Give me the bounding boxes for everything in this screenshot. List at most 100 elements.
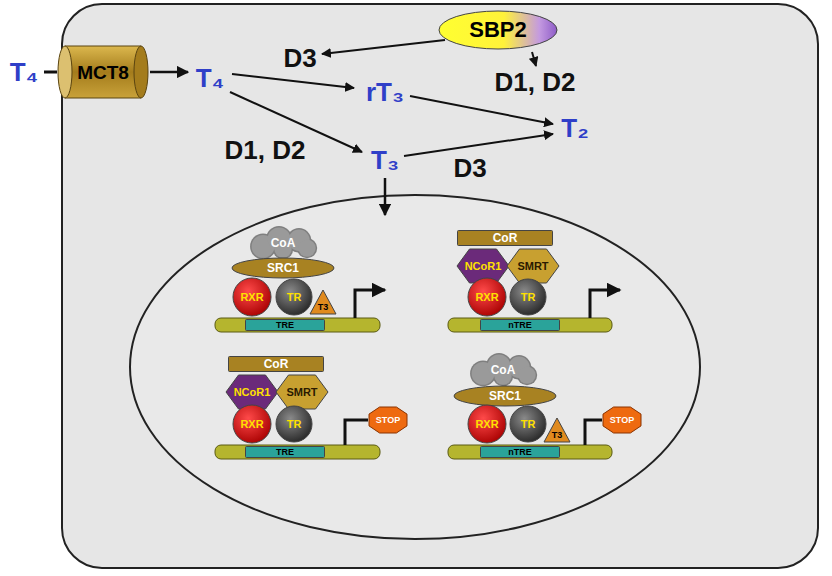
hormone-label: T₄ bbox=[196, 65, 224, 91]
enzyme-label: D1, D2 bbox=[225, 137, 306, 163]
corepressor-bar-shape bbox=[229, 357, 324, 372]
node-text: TRE bbox=[276, 448, 294, 457]
node-text: TR bbox=[521, 419, 536, 430]
corepressor-bar: CoR bbox=[228, 356, 324, 372]
reaction-arrow bbox=[410, 96, 553, 124]
node-text: CoA bbox=[271, 237, 296, 249]
node-text: RXR bbox=[475, 292, 498, 303]
coactivator-cloud: CoA bbox=[463, 353, 543, 387]
response-element: nTRE bbox=[480, 319, 560, 331]
tr-circle: TR bbox=[275, 278, 313, 316]
reaction-arrow bbox=[232, 74, 354, 88]
stop-octagon: STOP bbox=[368, 406, 408, 434]
nucleus-outline bbox=[130, 195, 700, 539]
enzyme-label: D3 bbox=[283, 45, 316, 71]
node-text: SRC1 bbox=[267, 262, 299, 274]
corepressor-bar: CoR bbox=[457, 230, 553, 246]
node-text: SMRT bbox=[517, 261, 548, 272]
src1-ellipse: SRC1 bbox=[231, 257, 335, 279]
dna-bar bbox=[448, 318, 612, 332]
cloud-shape bbox=[470, 353, 537, 386]
tr-circle: TR bbox=[275, 405, 313, 443]
response-element: TRE bbox=[245, 319, 325, 331]
hormone-label: T₄ bbox=[10, 59, 38, 85]
import-arrow bbox=[384, 178, 387, 215]
tr-circle-shape bbox=[510, 279, 546, 315]
node-text: TRE bbox=[276, 321, 294, 330]
t3-triangle: T3 bbox=[543, 417, 571, 443]
response-element: nTRE bbox=[480, 446, 560, 458]
corepressor-bar-shape bbox=[458, 231, 553, 246]
cell-outline bbox=[62, 4, 818, 568]
node-text: TR bbox=[287, 419, 302, 430]
reaction-arrow bbox=[404, 134, 553, 156]
dna-bar bbox=[448, 445, 612, 459]
rxr-circle-shape bbox=[233, 405, 271, 443]
src1-ellipse-shape bbox=[454, 386, 556, 406]
dna-bar bbox=[215, 445, 380, 459]
cylinder-edge bbox=[65, 46, 141, 47]
node-text: NCoR1 bbox=[465, 261, 502, 272]
smrt-hexagon-shape bbox=[276, 375, 328, 409]
rxr-circle-shape bbox=[468, 405, 506, 443]
rxr-circle-shape bbox=[233, 278, 271, 316]
node-text: CoA bbox=[491, 364, 516, 376]
rxr-circle: RXR bbox=[467, 404, 507, 444]
hormone-label: rT₃ bbox=[366, 79, 404, 105]
tr-circle-shape bbox=[510, 406, 546, 442]
cylinder-end bbox=[134, 46, 148, 98]
transporter-cylinder: MCT8 bbox=[57, 45, 149, 99]
transcription-line bbox=[345, 420, 368, 445]
rxr-circle: RXR bbox=[232, 404, 272, 444]
smrt-hexagon: SMRT bbox=[275, 374, 329, 410]
ncor1-hexagon-shape bbox=[457, 249, 509, 283]
rxr-circle: RXR bbox=[232, 277, 272, 317]
node-text: CoR bbox=[493, 232, 518, 244]
node-text: RXR bbox=[475, 419, 498, 430]
regulation-arrow bbox=[532, 52, 536, 66]
stop-octagon-shape bbox=[603, 407, 641, 433]
cloud-lobe bbox=[298, 239, 315, 256]
tr-circle: TR bbox=[509, 405, 547, 443]
rxr-circle-shape bbox=[468, 278, 506, 316]
node-text: SRC1 bbox=[489, 390, 521, 402]
stop-octagon-shape bbox=[369, 407, 407, 433]
src1-ellipse: SRC1 bbox=[453, 385, 557, 407]
hormone-label: T₂ bbox=[561, 115, 588, 141]
node-text: STOP bbox=[376, 416, 400, 425]
regulation-arrow bbox=[322, 40, 445, 54]
transport-line bbox=[44, 71, 57, 74]
node-text: TR bbox=[521, 292, 536, 303]
src1-ellipse-shape bbox=[232, 258, 334, 278]
coactivator-cloud: CoA bbox=[243, 226, 323, 260]
node-text: CoR bbox=[264, 358, 289, 370]
cloud-shape bbox=[250, 226, 317, 259]
transporter-cylinder-shape bbox=[65, 46, 141, 98]
transcription-line bbox=[585, 420, 602, 445]
node-text: MCT8 bbox=[77, 63, 129, 82]
smrt-hexagon: SMRT bbox=[506, 248, 560, 284]
t3-triangle-shape bbox=[544, 418, 570, 442]
transport-arrow bbox=[150, 71, 188, 74]
cylinder-face bbox=[58, 46, 72, 98]
node-text: TR bbox=[287, 292, 302, 303]
node-text: SMRT bbox=[286, 387, 317, 398]
node-text: T3 bbox=[318, 303, 329, 312]
transcription-arrow bbox=[355, 290, 385, 318]
response-element-shape bbox=[246, 320, 325, 331]
transcription-arrow bbox=[590, 290, 620, 318]
response-element-shape bbox=[481, 320, 560, 331]
t3-triangle: T3 bbox=[309, 289, 337, 315]
node-text: STOP bbox=[610, 416, 634, 425]
rxr-circle: RXR bbox=[467, 277, 507, 317]
enzyme-label: D1, D2 bbox=[495, 69, 576, 95]
t3-triangle-shape bbox=[310, 290, 336, 314]
tr-circle-shape bbox=[276, 279, 312, 315]
cloud-lobe bbox=[518, 366, 535, 383]
node-text: SBP2 bbox=[469, 19, 526, 41]
dna-bar bbox=[215, 318, 380, 332]
cylinder-edge bbox=[65, 98, 141, 99]
enzyme-label: D3 bbox=[453, 155, 486, 181]
response-element: TRE bbox=[245, 446, 325, 458]
protein-ellipse: SBP2 bbox=[438, 10, 558, 50]
